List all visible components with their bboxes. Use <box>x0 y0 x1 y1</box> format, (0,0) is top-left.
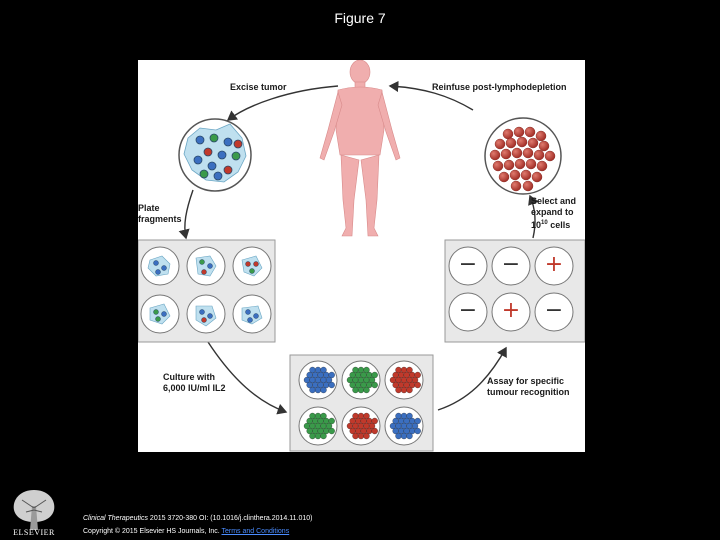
footer-copyright-text: Copyright © 2015 Elsevier HS Journals, I… <box>83 528 220 535</box>
fragment-plate <box>138 240 275 342</box>
assay-well-positive: + <box>539 251 569 281</box>
assay-well-negative: − <box>539 297 569 327</box>
assay-well-negative: − <box>453 251 483 281</box>
cultured-cell <box>315 433 321 439</box>
expanded-cells-illustration <box>485 118 561 194</box>
cultured-cell <box>321 387 327 393</box>
slide-title: Figure 7 <box>0 10 720 26</box>
step-excise-label: Excise tumor <box>230 82 287 93</box>
cultured-cell <box>310 387 316 393</box>
step-select-line3: 1010 cells <box>531 218 576 231</box>
cultured-cell <box>372 428 378 434</box>
cultured-cell <box>396 433 402 439</box>
step-select-line2: expand to <box>531 207 576 218</box>
assay-well-positive: + <box>496 297 526 327</box>
step-assay-line1: Assay for specific <box>487 376 570 387</box>
assay-well-negative: − <box>453 297 483 327</box>
step-select-label: Select and expand to 1010 cells <box>531 196 576 231</box>
step-plate-line2: fragments <box>138 214 182 225</box>
step-plate-line1: Plate <box>138 203 182 214</box>
cultured-cell <box>401 387 407 393</box>
cultured-cell <box>364 433 370 439</box>
step-reinfuse-label: Reinfuse post-lymphodepletion <box>432 82 567 93</box>
step-select-rest: cells <box>548 220 571 230</box>
cultured-cell <box>396 387 402 393</box>
footer-journal: Clinical Therapeutics <box>83 515 148 522</box>
assay-well-negative: − <box>496 251 526 281</box>
step-select-exponent: 10 <box>541 220 548 226</box>
step-culture-line1: Culture with <box>163 372 226 383</box>
cultured-cell <box>321 433 327 439</box>
cultured-cell <box>353 433 359 439</box>
cultured-cell <box>315 387 321 393</box>
cultured-cell <box>358 387 364 393</box>
cultured-cell <box>310 433 316 439</box>
cultured-cell <box>407 433 413 439</box>
cultured-cell <box>329 382 335 388</box>
step-plate-label: Plate fragments <box>138 203 182 225</box>
figure-panel: −−+−+− Excise tumor Reinfuse post-lympho… <box>138 60 585 452</box>
step-assay-label: Assay for specific tumour recognition <box>487 376 570 398</box>
culture-plate <box>290 355 433 451</box>
step-culture-label: Culture with 6,000 IU/ml IL2 <box>163 372 226 394</box>
cultured-cell <box>329 428 335 434</box>
footer-copyright: Copyright © 2015 Elsevier HS Journals, I… <box>83 528 289 535</box>
arrow-plate <box>185 190 193 238</box>
tumor-illustration <box>179 119 251 191</box>
elsevier-logo-text: ELSEVIER <box>6 528 62 537</box>
cultured-cell <box>415 382 421 388</box>
step-assay-line2: tumour recognition <box>487 387 570 398</box>
cultured-cell <box>364 387 370 393</box>
cultured-cell <box>415 428 421 434</box>
footer-citation-text: 2015 3720-380 OI: (10.1016/j.clinthera.2… <box>148 515 313 522</box>
terms-link[interactable]: Terms and Conditions <box>222 528 290 535</box>
step-culture-line2: 6,000 IU/ml IL2 <box>163 383 226 394</box>
footer-citation: Clinical Therapeutics 2015 3720-380 OI: … <box>83 515 312 522</box>
step-select-base: 10 <box>531 220 541 230</box>
cultured-cell <box>358 433 364 439</box>
cultured-cell <box>401 433 407 439</box>
cultured-cell <box>353 387 359 393</box>
cultured-cell <box>407 387 413 393</box>
cultured-cell <box>372 382 378 388</box>
step-select-line1: Select and <box>531 196 576 207</box>
